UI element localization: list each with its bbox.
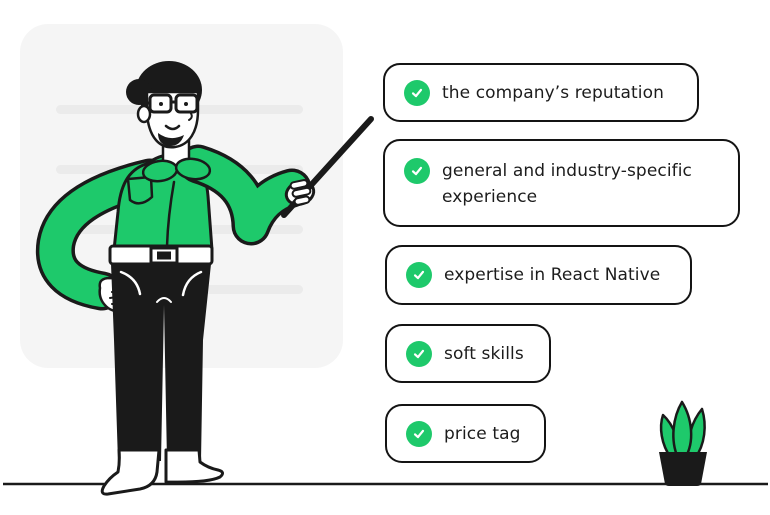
- belt: [108, 244, 214, 266]
- plant-icon: [659, 400, 707, 486]
- checklist-item-price-tag: price tag: [385, 404, 546, 463]
- checklist-item-soft-skills: soft skills: [385, 324, 551, 383]
- nose: [188, 111, 193, 121]
- checklist-item-label: soft skills: [444, 343, 524, 364]
- checklist-item-label: price tag: [444, 423, 521, 444]
- trousers: [111, 264, 211, 461]
- checklist-item-label: the company’s reputation: [442, 82, 665, 103]
- glasses: [146, 93, 199, 114]
- shirt-pocket: [126, 175, 154, 205]
- checklist-item-label: expertise in React Native: [444, 265, 661, 285]
- check-icon: [404, 79, 430, 106]
- collar: [141, 157, 212, 183]
- pointer-hand: [281, 116, 374, 218]
- checklist-item-experience: general and industry-specific experience: [383, 139, 740, 227]
- check-icon: [406, 420, 432, 447]
- head: [126, 61, 202, 149]
- ear: [136, 104, 152, 124]
- right-eye: [184, 102, 188, 106]
- left-eye: [159, 102, 163, 106]
- boots: [100, 448, 225, 496]
- check-icon: [404, 158, 430, 184]
- beard: [158, 133, 184, 147]
- checklist-item-react-native: expertise in React Native: [385, 245, 692, 305]
- presenter: [35, 61, 374, 496]
- check-icon: [406, 340, 432, 367]
- plant-pot: [659, 452, 707, 486]
- mouth: [164, 124, 181, 131]
- fingers: [289, 179, 312, 206]
- check-icon: [406, 262, 432, 288]
- checklist-item-label: general and industry-specific experience: [442, 161, 693, 207]
- checklist-item-company-reputation: the company’s reputation: [383, 63, 699, 122]
